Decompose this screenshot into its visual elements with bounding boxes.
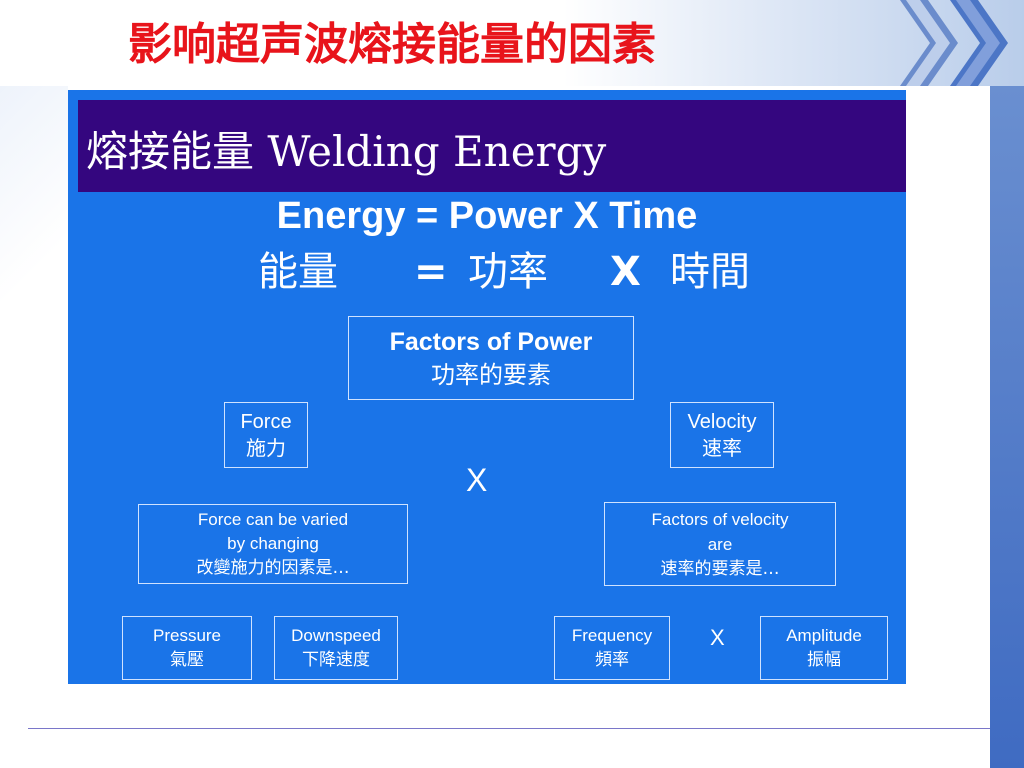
equation-english: Energy = Power X Time <box>276 195 698 237</box>
background-decoration <box>0 86 68 386</box>
force-varied-box: Force can be varied by changing 改變施力的因素是… <box>138 504 408 584</box>
pressure-zh: 氣壓 <box>170 650 204 670</box>
amplitude-en: Amplitude <box>786 626 862 645</box>
equation-times: X <box>610 249 641 295</box>
right-accent-bar <box>990 86 1024 768</box>
panel-header-text: 熔接能量 Welding Energy <box>86 127 607 176</box>
velocity-factors-line3: 速率的要素是… <box>660 558 780 579</box>
pressure-box: Pressure 氣壓 <box>122 616 252 680</box>
downspeed-en: Downspeed <box>291 626 381 645</box>
velocity-factors-line1: Factors of velocity <box>651 509 789 529</box>
force-zh: 施力 <box>246 436 286 460</box>
pressure-en: Pressure <box>152 626 222 645</box>
velocity-factors-box: Factors of velocity are 速率的要素是… <box>604 502 836 586</box>
top-band <box>0 0 1024 86</box>
velocity-box: Velocity 速率 <box>670 402 774 468</box>
downspeed-box: Downspeed 下降速度 <box>274 616 398 680</box>
slide-title: 影响超声波熔接能量的因素 <box>128 19 656 70</box>
amplitude-box: Amplitude 振幅 <box>760 616 888 680</box>
force-en: Force <box>240 411 292 433</box>
equation-time: 時間 <box>670 249 750 295</box>
amplitude-zh: 振幅 <box>807 650 841 670</box>
welding-energy-panel: 熔接能量 Welding Energy Energy = Power X Tim… <box>68 90 906 684</box>
power-multiply-sign: X <box>466 462 488 498</box>
equation-power: 功率 <box>468 249 548 295</box>
chevron-right-icon-2 <box>950 0 1008 86</box>
footer-divider <box>28 728 990 729</box>
downspeed-zh: 下降速度 <box>302 650 370 670</box>
panel-header: 熔接能量 Welding Energy <box>78 100 906 192</box>
force-varied-line1: Force can be varied <box>197 510 349 529</box>
force-varied-line2: by changing <box>227 534 319 553</box>
factors-of-power-zh: 功率的要素 <box>431 361 551 389</box>
force-box: Force 施力 <box>224 402 308 468</box>
frequency-zh: 頻率 <box>595 650 629 670</box>
velocity-en: Velocity <box>687 411 757 433</box>
velocity-zh: 速率 <box>702 436 742 460</box>
velocity-factors-line2: are <box>707 534 733 554</box>
factors-of-power-box: Factors of Power 功率的要素 <box>348 316 634 400</box>
equation-energy: 能量 <box>258 249 338 295</box>
chevron-right-icon <box>900 0 958 86</box>
velocity-multiply-sign: X <box>710 625 725 650</box>
frequency-en: Frequency <box>571 626 653 645</box>
equation-equals: = <box>414 249 448 295</box>
force-varied-line3: 改變施力的因素是… <box>196 558 350 578</box>
factors-of-power-en: Factors of Power <box>389 328 593 356</box>
frequency-box: Frequency 頻率 <box>554 616 670 680</box>
